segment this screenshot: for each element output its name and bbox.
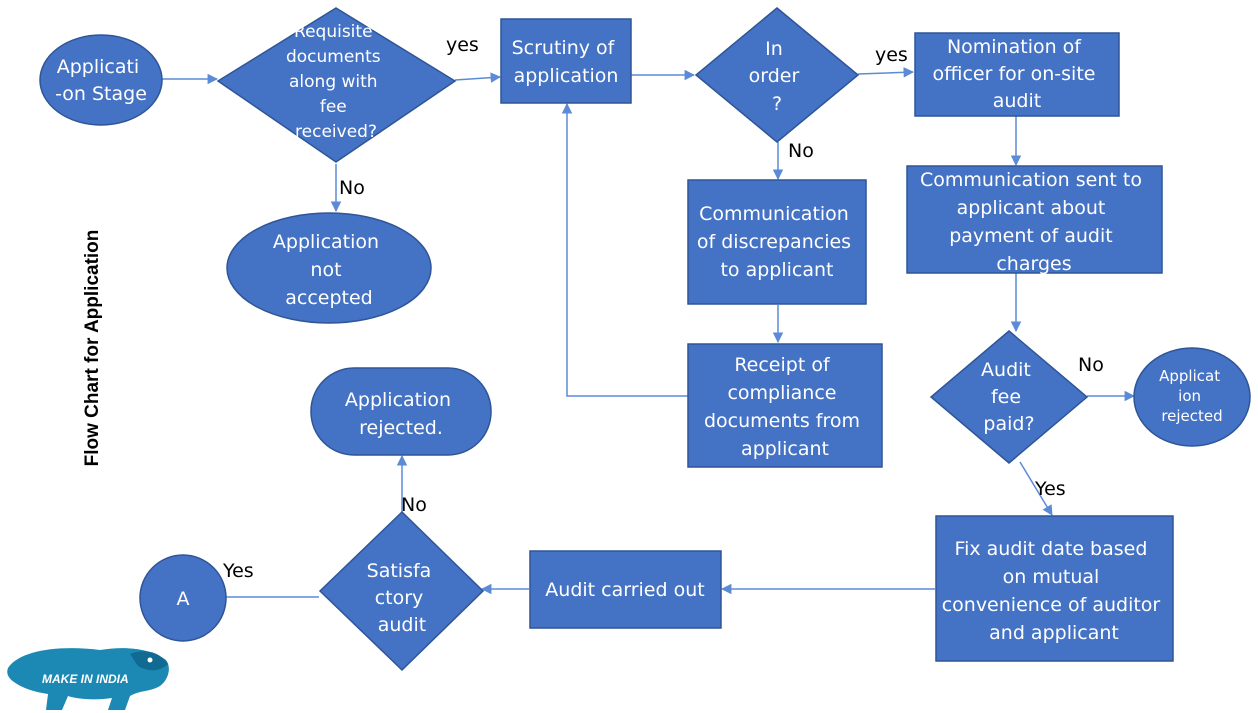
edge-label-order-no: No — [788, 140, 814, 162]
label-fix-audit-date: Fix audit date based on mutual convenien… — [942, 538, 1167, 644]
edge-labels: yes No yes No No Yes No Yes — [222, 34, 1104, 582]
label-satisfactory-audit: Satisfa ctory audit — [367, 560, 438, 636]
lion-icon — [7, 648, 169, 710]
node-nomination — [914, 32, 1120, 117]
node-discrepancies — [687, 179, 867, 305]
label-documents-received: Requisite documents along with fee recei… — [286, 22, 386, 142]
edge-docs-to-scrutiny — [454, 72, 502, 83]
label-application-rejected: Application rejected. — [345, 389, 457, 439]
node-audit-carried-out — [529, 550, 722, 629]
edges — [162, 67, 1136, 598]
node-scrutiny — [500, 18, 632, 104]
node-satisfactory-audit — [318, 510, 485, 672]
nodes — [39, 7, 1251, 672]
label-application-rejected-small: Applicat ion rejected — [1159, 367, 1225, 425]
logo-text: MAKE IN INDIA — [42, 672, 129, 686]
node-audit-fee-paid — [929, 330, 1089, 464]
node-labels: Applicati -on Stage Requisite documents … — [55, 22, 1225, 644]
label-payment-communication: Communication sent to applicant about pa… — [920, 169, 1148, 275]
node-compliance-receipt — [687, 343, 883, 468]
label-discrepancies: Communication of discrepancies to applic… — [697, 203, 857, 281]
node-documents-received — [216, 7, 457, 163]
edge-label-satisfactory-no: No — [401, 494, 427, 516]
edge-label-fee-yes: Yes — [1034, 478, 1066, 500]
label-audit-carried-out: Audit carried out — [545, 579, 704, 601]
node-payment-communication — [906, 165, 1163, 274]
edge-receipt-to-scrutiny — [561, 102, 688, 397]
label-in-order: In order ? — [749, 38, 806, 115]
label-audit-fee-paid: Audit fee paid? — [981, 359, 1037, 435]
label-connector-a: A — [177, 588, 190, 610]
edge-label-docs-yes: yes — [446, 34, 479, 56]
edge-label-satisfactory-yes: Yes — [222, 560, 254, 582]
label-nomination: Nomination of officer for on-site audit — [932, 36, 1101, 112]
node-application-rejected — [310, 367, 492, 456]
edge-fee-to-fixdate — [1019, 461, 1053, 516]
node-connector-a — [139, 554, 227, 642]
node-application-not-accepted — [226, 212, 432, 324]
edge-label-order-yes: yes — [875, 44, 908, 66]
label-application-stage: Applicati -on Stage — [55, 56, 147, 105]
node-fix-audit-date — [935, 515, 1174, 662]
label-compliance-receipt: Receipt of compliance documents from app… — [704, 354, 866, 460]
label-scrutiny: Scrutiny of application — [512, 37, 621, 87]
edge-label-docs-no: No — [339, 177, 365, 199]
node-application-rejected-small — [1133, 347, 1251, 447]
make-in-india-logo: MAKE IN INDIA — [7, 648, 169, 710]
chart-title: Flow Chart for Application — [82, 230, 103, 467]
node-application-stage — [39, 34, 163, 126]
node-in-order — [694, 7, 860, 143]
label-application-not-accepted: Application not accepted — [273, 231, 385, 309]
edge-order-to-nomination — [857, 67, 915, 78]
edge-label-fee-no: No — [1078, 354, 1104, 376]
